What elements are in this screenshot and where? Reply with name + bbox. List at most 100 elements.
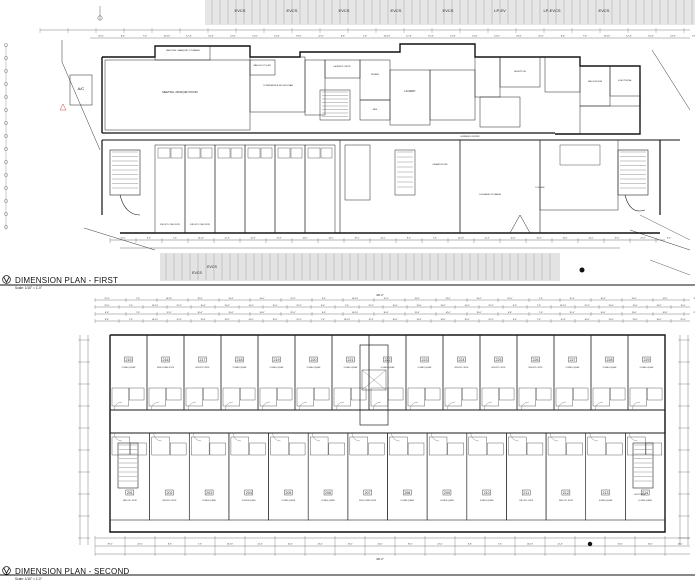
dimension-text: 10'-6" — [197, 312, 202, 314]
room-label: WALK-IN COOLER — [253, 64, 271, 67]
dimension-text: 13'-6" — [670, 36, 676, 38]
dimension-text: 10'-6" — [648, 36, 654, 38]
room-number: 208 — [404, 491, 410, 495]
door-swing — [520, 401, 530, 411]
room-type: KING STD. SUITE — [492, 367, 507, 369]
bathroom — [148, 387, 166, 407]
room-tag — [309, 356, 318, 363]
room-tag — [235, 356, 244, 363]
dimension-text: 19'-0" — [296, 36, 302, 38]
dimension-text: 7'-6" — [583, 36, 588, 38]
bathroom — [217, 147, 231, 159]
grid-bubble — [97, 15, 103, 21]
room-type: DOUBLE QUEEN — [202, 500, 216, 502]
dimension-text: 12'-4" — [484, 238, 489, 240]
door-swing — [261, 401, 271, 411]
room-outline — [625, 432, 666, 521]
room-number: 217 — [200, 358, 206, 362]
closet — [328, 442, 345, 456]
guest-room — [304, 144, 336, 234]
bathroom — [333, 387, 351, 407]
room-type: DOUBLE QUEEN — [418, 367, 432, 369]
dimension-text: 22'-0" — [538, 36, 544, 38]
dimension-text: 10'-6" — [510, 238, 515, 240]
room-number: 225 — [496, 358, 502, 362]
closet — [462, 387, 478, 401]
door-swing — [549, 432, 559, 442]
dimension-text: 14'-0" — [248, 305, 253, 307]
mech-room — [579, 65, 611, 107]
grid-bubble — [4, 173, 8, 177]
closet — [425, 387, 441, 401]
room-type: DOUBLE QUEEN — [603, 367, 617, 369]
room-number: 206 — [325, 491, 331, 495]
dimension-text: 12'-4" — [584, 305, 589, 307]
stair-tower-west — [109, 149, 141, 196]
dimension-text: 7'-6" — [345, 305, 349, 307]
door-swing — [312, 432, 321, 442]
dimension-text: 7'-6" — [136, 312, 140, 314]
door-swing — [335, 401, 345, 411]
dimension-text: 13'-0" — [632, 305, 637, 307]
supply-room — [579, 105, 641, 135]
bathroom — [468, 436, 487, 456]
door-swing — [594, 401, 604, 411]
room-type: DOUBLE QUEEN — [599, 500, 613, 502]
bathroom — [111, 436, 131, 456]
ev-label: LP-EV — [494, 8, 506, 13]
dimension-text: 381'-0" — [376, 558, 384, 561]
electrical-room-a — [499, 56, 541, 88]
closet — [166, 387, 182, 401]
closet — [368, 442, 385, 456]
electrical-room — [609, 65, 641, 97]
meeting-storage-room — [154, 45, 211, 61]
dimension-text: 14'-0" — [445, 312, 450, 314]
dimension-text: 14'-0" — [662, 298, 667, 300]
dimension-text: 7'-6" — [539, 312, 543, 314]
room-type: KING STD. SUITE — [123, 500, 138, 502]
dimension-text: 19'-0" — [272, 305, 277, 307]
dimension-text: 7'-6" — [537, 319, 541, 321]
room-type: KING STD. SUITE — [519, 500, 534, 502]
room-number: 218 — [237, 358, 243, 362]
dimension-text: 13'-6" — [536, 238, 541, 240]
dimension-text: 14'-0" — [377, 544, 382, 546]
room-label: LAUNDRY — [404, 90, 416, 93]
room-tag — [161, 356, 170, 363]
dimension-text: 13'-6" — [276, 238, 281, 240]
bathroom — [555, 387, 573, 407]
bathroom — [296, 387, 314, 407]
room-tag — [204, 489, 214, 496]
room-type: DOUBLE QUEEN — [122, 367, 136, 369]
stair-curve — [119, 194, 141, 216]
closet — [200, 147, 213, 159]
door-swing — [510, 432, 519, 442]
north-marker-dot — [579, 267, 585, 273]
dimension-text: 19'-0" — [516, 36, 522, 38]
room-label: WOMEN — [371, 74, 379, 76]
room-tag — [272, 356, 281, 363]
dimension-text: 16'-10" — [152, 305, 158, 307]
bathroom — [259, 387, 277, 407]
bathroom — [349, 436, 368, 456]
bathroom — [587, 436, 606, 456]
room-tag — [494, 356, 503, 363]
stair-east — [632, 442, 654, 489]
dimension-text: 10'-6" — [383, 312, 388, 314]
room-number: 222 — [385, 358, 391, 362]
room-tag — [284, 489, 293, 496]
dimension-text: 8'-6" — [168, 544, 172, 546]
dimension-text: 13'-6" — [414, 312, 419, 314]
dimension-text: 13'-0" — [647, 544, 652, 546]
grid-bubble — [4, 147, 8, 151]
room-type: KING STD. SUITE — [559, 500, 574, 502]
door-swing — [298, 401, 308, 411]
door-swing — [113, 401, 123, 411]
dimension-text: 7'-6" — [539, 298, 543, 300]
room-tag — [642, 356, 651, 363]
room-tag — [323, 489, 333, 496]
room-tag — [457, 356, 466, 363]
dimension-text: 8'-6" — [561, 36, 566, 38]
